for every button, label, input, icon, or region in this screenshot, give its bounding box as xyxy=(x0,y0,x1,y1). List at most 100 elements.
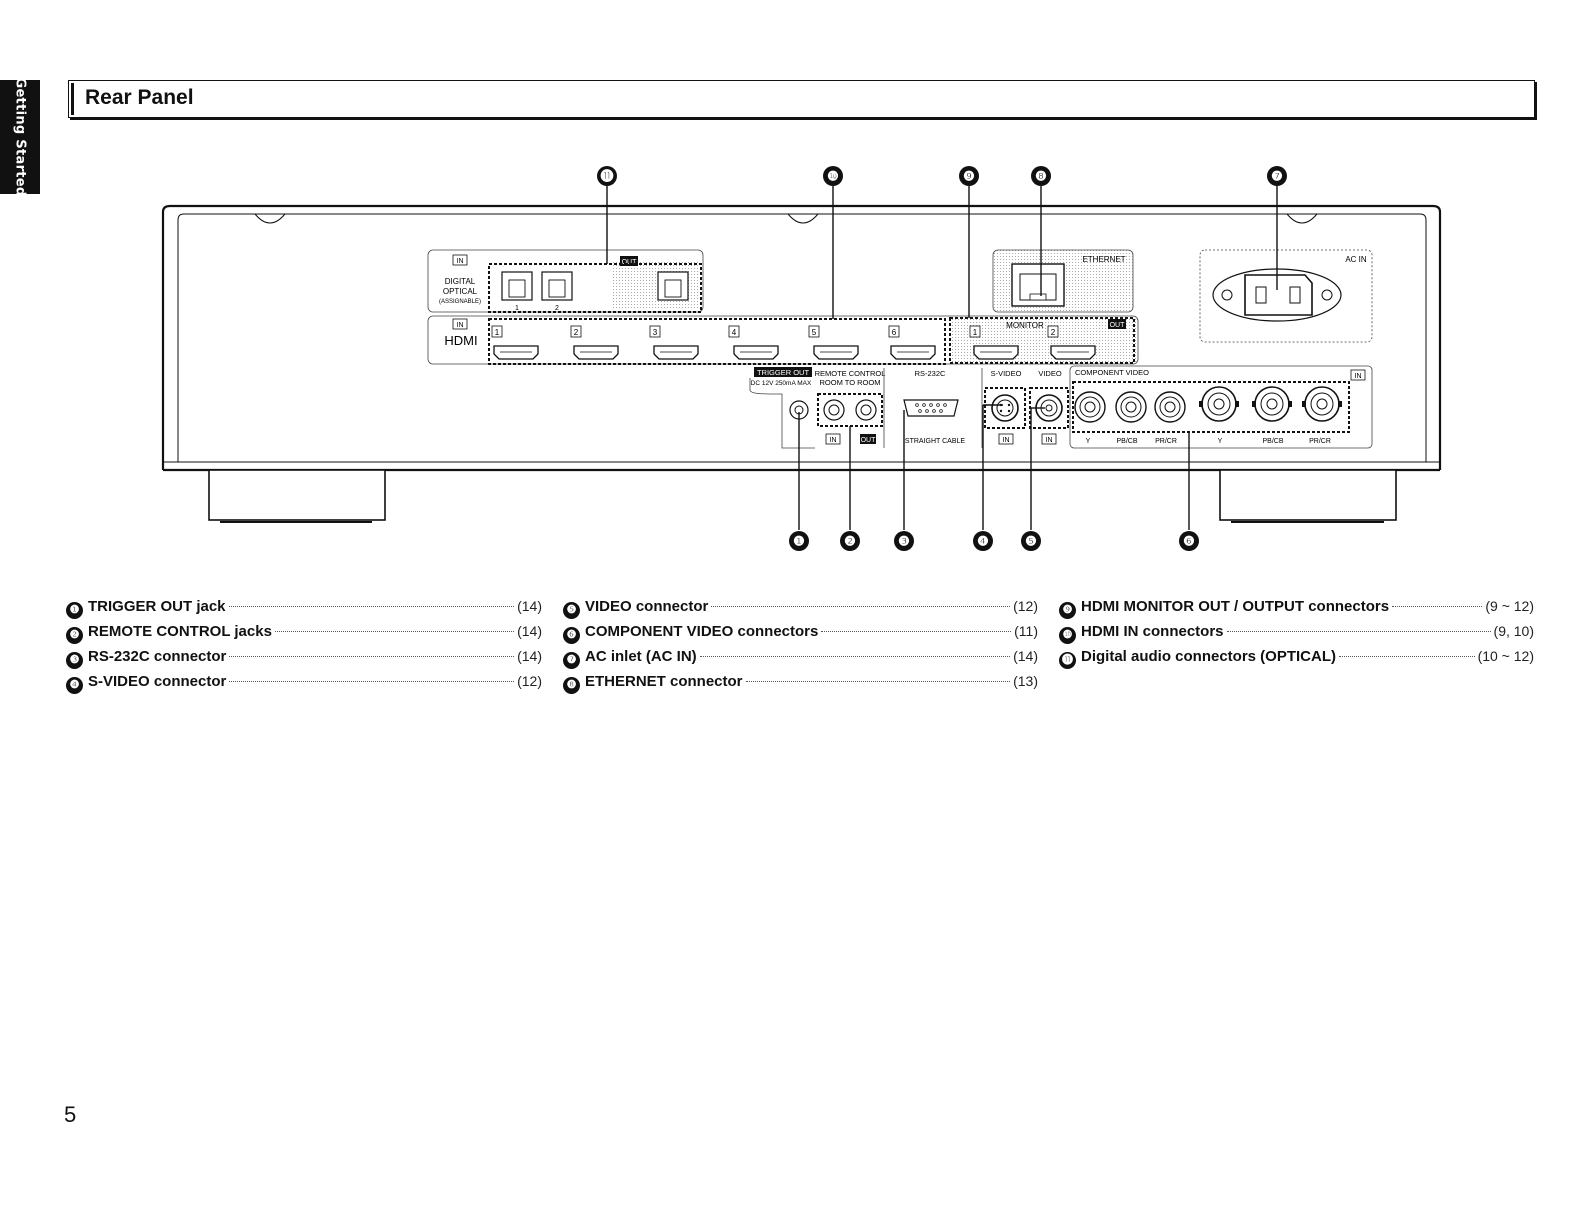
legend-page-ref: (14) xyxy=(517,623,542,639)
callout-11: ⓫ xyxy=(597,166,617,186)
svg-text:DC 12V 250mA MAX: DC 12V 250mA MAX xyxy=(751,380,812,387)
component-label-1: Y xyxy=(1086,438,1091,445)
optical-callout-box xyxy=(488,263,702,313)
leader-dots xyxy=(1226,631,1491,632)
legend-label: RS-232C connector xyxy=(88,648,227,665)
svideo-video-section: S-VIDEO VIDEO IN IN xyxy=(984,369,1069,445)
leader-dots xyxy=(274,631,515,632)
svg-text:IN: IN xyxy=(457,322,464,329)
legend-page-ref: (13) xyxy=(1013,673,1038,689)
legend-number: ❷ xyxy=(66,627,83,644)
hdmi-label: HDMI xyxy=(444,333,477,348)
hdmi-number-badge-1: 1 xyxy=(491,325,503,338)
svg-text:IN: IN xyxy=(1046,437,1053,444)
legend-label: TRIGGER OUT jack xyxy=(88,598,226,615)
svg-text:1: 1 xyxy=(495,328,500,337)
svg-text:IN: IN xyxy=(1355,373,1362,380)
legend-label: Digital audio connectors (OPTICAL) xyxy=(1081,648,1337,665)
hdmi-out-badge: OUT xyxy=(1108,319,1126,329)
callout-1: ❶ xyxy=(789,531,809,551)
component-jack-5 xyxy=(1252,386,1292,422)
legend-page-ref: (14) xyxy=(1013,648,1038,664)
svg-text:ROOM TO ROOM: ROOM TO ROOM xyxy=(820,378,881,387)
svg-text:4: 4 xyxy=(732,328,737,337)
ac-in-label: AC IN xyxy=(1345,255,1367,264)
hdmi-in-port-1 xyxy=(493,345,539,360)
assignable-label: (ASSIGNABLE) xyxy=(439,299,481,305)
callout-2: ❷ xyxy=(840,531,860,551)
legend-number: ❸ xyxy=(66,652,83,669)
section-title: Rear Panel xyxy=(85,86,194,109)
legend-label: COMPONENT VIDEO connectors xyxy=(585,623,819,640)
svg-text:TRIGGER OUT: TRIGGER OUT xyxy=(757,368,810,377)
trigger-out-section: TRIGGER OUT DC 12V 250mA MAX xyxy=(749,367,815,449)
legend-number: ⓫ xyxy=(1059,652,1076,669)
leader-dots xyxy=(711,606,1011,607)
legend-number: ❾ xyxy=(1059,602,1076,619)
hdmi-number-badge-3: 3 xyxy=(649,325,661,338)
svg-text:1: 1 xyxy=(973,328,978,337)
legend-number: ❼ xyxy=(563,652,580,669)
legend-page-ref: (9, 10) xyxy=(1493,623,1534,639)
component-label-2: PB/CB xyxy=(1116,438,1137,445)
chassis xyxy=(161,204,1442,523)
legend-page-ref: (14) xyxy=(517,598,542,614)
svg-text:❽: ❽ xyxy=(1035,169,1047,184)
svg-text:IN: IN xyxy=(1003,437,1010,444)
component-label-6: PR/CR xyxy=(1309,438,1331,445)
svg-text:❷: ❷ xyxy=(844,534,856,549)
svg-text:❾: ❾ xyxy=(963,169,975,184)
hdmi-out-callout-box xyxy=(949,317,1135,364)
optical-num-2: 2 xyxy=(555,305,559,312)
svg-text:❼: ❼ xyxy=(1271,169,1283,184)
svg-text:⓫: ⓫ xyxy=(600,169,613,184)
page-number: 5 xyxy=(64,1102,77,1127)
ac-inlet-panel: AC IN xyxy=(1199,249,1373,343)
svg-text:RS-232C: RS-232C xyxy=(915,369,946,378)
side-tab[interactable]: Getting Started xyxy=(0,77,40,197)
optical-num-1: 1 xyxy=(515,305,519,312)
legend-label: HDMI MONITOR OUT / OUTPUT connectors xyxy=(1081,598,1390,615)
svg-text:COMPONENT VIDEO: COMPONENT VIDEO xyxy=(1075,368,1149,377)
svg-text:REMOTE CONTROL: REMOTE CONTROL xyxy=(815,369,886,378)
leader-dots xyxy=(229,656,515,657)
component-jack-6 xyxy=(1302,386,1342,422)
rs232c-section: RS-232C STRAIGHT CABLE xyxy=(903,368,983,448)
svg-text:VIDEO: VIDEO xyxy=(1038,369,1062,378)
callout-9: ❾ xyxy=(959,166,979,186)
callout-7: ❼ xyxy=(1267,166,1287,186)
svg-text:OUT: OUT xyxy=(622,259,638,266)
svg-text:3: 3 xyxy=(653,328,658,337)
svg-text:❸: ❸ xyxy=(898,534,910,549)
legend-page-ref: (14) xyxy=(517,648,542,664)
component-jack-3 xyxy=(1154,391,1186,423)
legend-label: HDMI IN connectors xyxy=(1081,623,1224,640)
callout-4: ❹ xyxy=(973,531,993,551)
callout-leader-lines xyxy=(606,186,1278,530)
leader-dots xyxy=(229,681,515,682)
monitor-label: MONITOR xyxy=(1006,321,1044,330)
svg-text:6: 6 xyxy=(892,328,897,337)
component-label-3: PR/CR xyxy=(1155,438,1177,445)
svg-text:❺: ❺ xyxy=(1025,534,1037,549)
section-header: Rear Panel xyxy=(68,80,1535,118)
legend-label: S-VIDEO connector xyxy=(88,673,227,690)
component-jack-2 xyxy=(1115,391,1147,423)
legend-number: ❶ xyxy=(66,602,83,619)
svg-text:❻: ❻ xyxy=(1183,534,1195,549)
hdmi-out-port-1 xyxy=(973,345,1019,360)
hdmi-in-port-5 xyxy=(813,345,859,360)
legend-page-ref: (11) xyxy=(1014,623,1038,639)
hdmi-in-port-2 xyxy=(573,345,619,360)
component-label-5: PB/CB xyxy=(1262,438,1283,445)
ethernet-panel: ETHERNET xyxy=(992,249,1134,313)
legend-page-ref: (10 ~ 12) xyxy=(1477,648,1534,664)
hdmi-in-port-3 xyxy=(653,345,699,360)
